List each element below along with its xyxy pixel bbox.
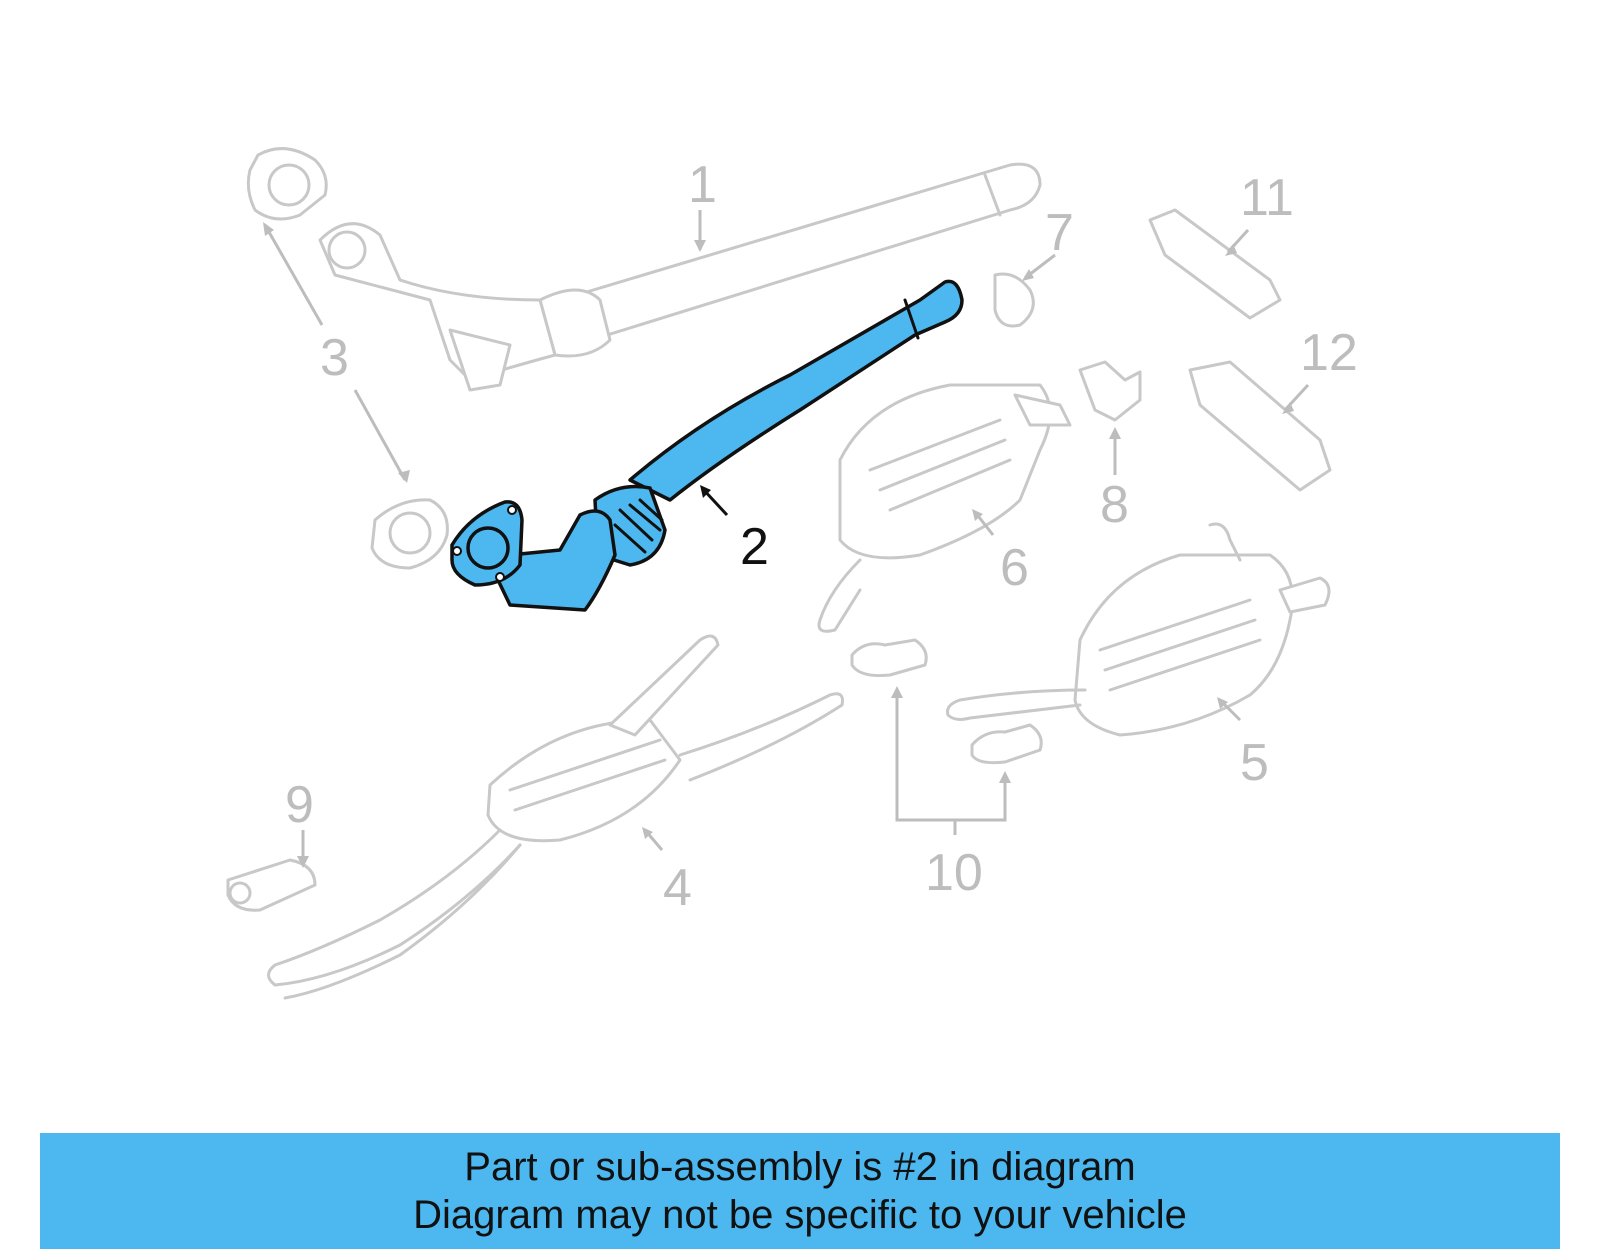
info-banner: Part or sub-assembly is #2 in diagram Di… — [40, 1133, 1560, 1249]
callout-9: 9 — [285, 776, 314, 834]
leader-arrowheads — [263, 222, 1294, 868]
callout-4: 4 — [663, 859, 692, 917]
banner-line-2: Diagram may not be specific to your vehi… — [413, 1193, 1187, 1237]
part-6-muffler — [817, 383, 1072, 633]
callout-10: 10 — [925, 844, 983, 902]
callout-3: 3 — [320, 329, 349, 387]
part-5-muffler — [946, 522, 1331, 737]
part-9-clamp — [226, 858, 317, 912]
part-10-hangers — [850, 638, 1043, 765]
callout-5: 5 — [1240, 734, 1269, 792]
part-3-gaskets — [246, 147, 449, 570]
part-4-center-pipe — [267, 634, 844, 1000]
callout-7: 7 — [1045, 204, 1074, 262]
part-8-bracket — [1078, 360, 1142, 422]
callout-6: 6 — [1000, 539, 1029, 597]
callout-11: 11 — [1240, 169, 1294, 227]
part-2-highlighted-pipe — [450, 279, 964, 612]
callout-2: 2 — [740, 518, 769, 576]
part-12-heat-shield — [1188, 360, 1332, 492]
callout-1: 1 — [688, 156, 717, 214]
banner-line-1: Part or sub-assembly is #2 in diagram — [464, 1145, 1136, 1189]
callout-labels: 1 2 3 4 5 6 7 8 9 10 11 12 — [285, 156, 1358, 917]
part-11-heat-shield — [1148, 208, 1282, 320]
callout-12: 12 — [1300, 324, 1358, 382]
part-7-clamp — [993, 272, 1035, 328]
part-1-front-pipe — [318, 162, 1042, 392]
callout-8: 8 — [1100, 476, 1129, 534]
